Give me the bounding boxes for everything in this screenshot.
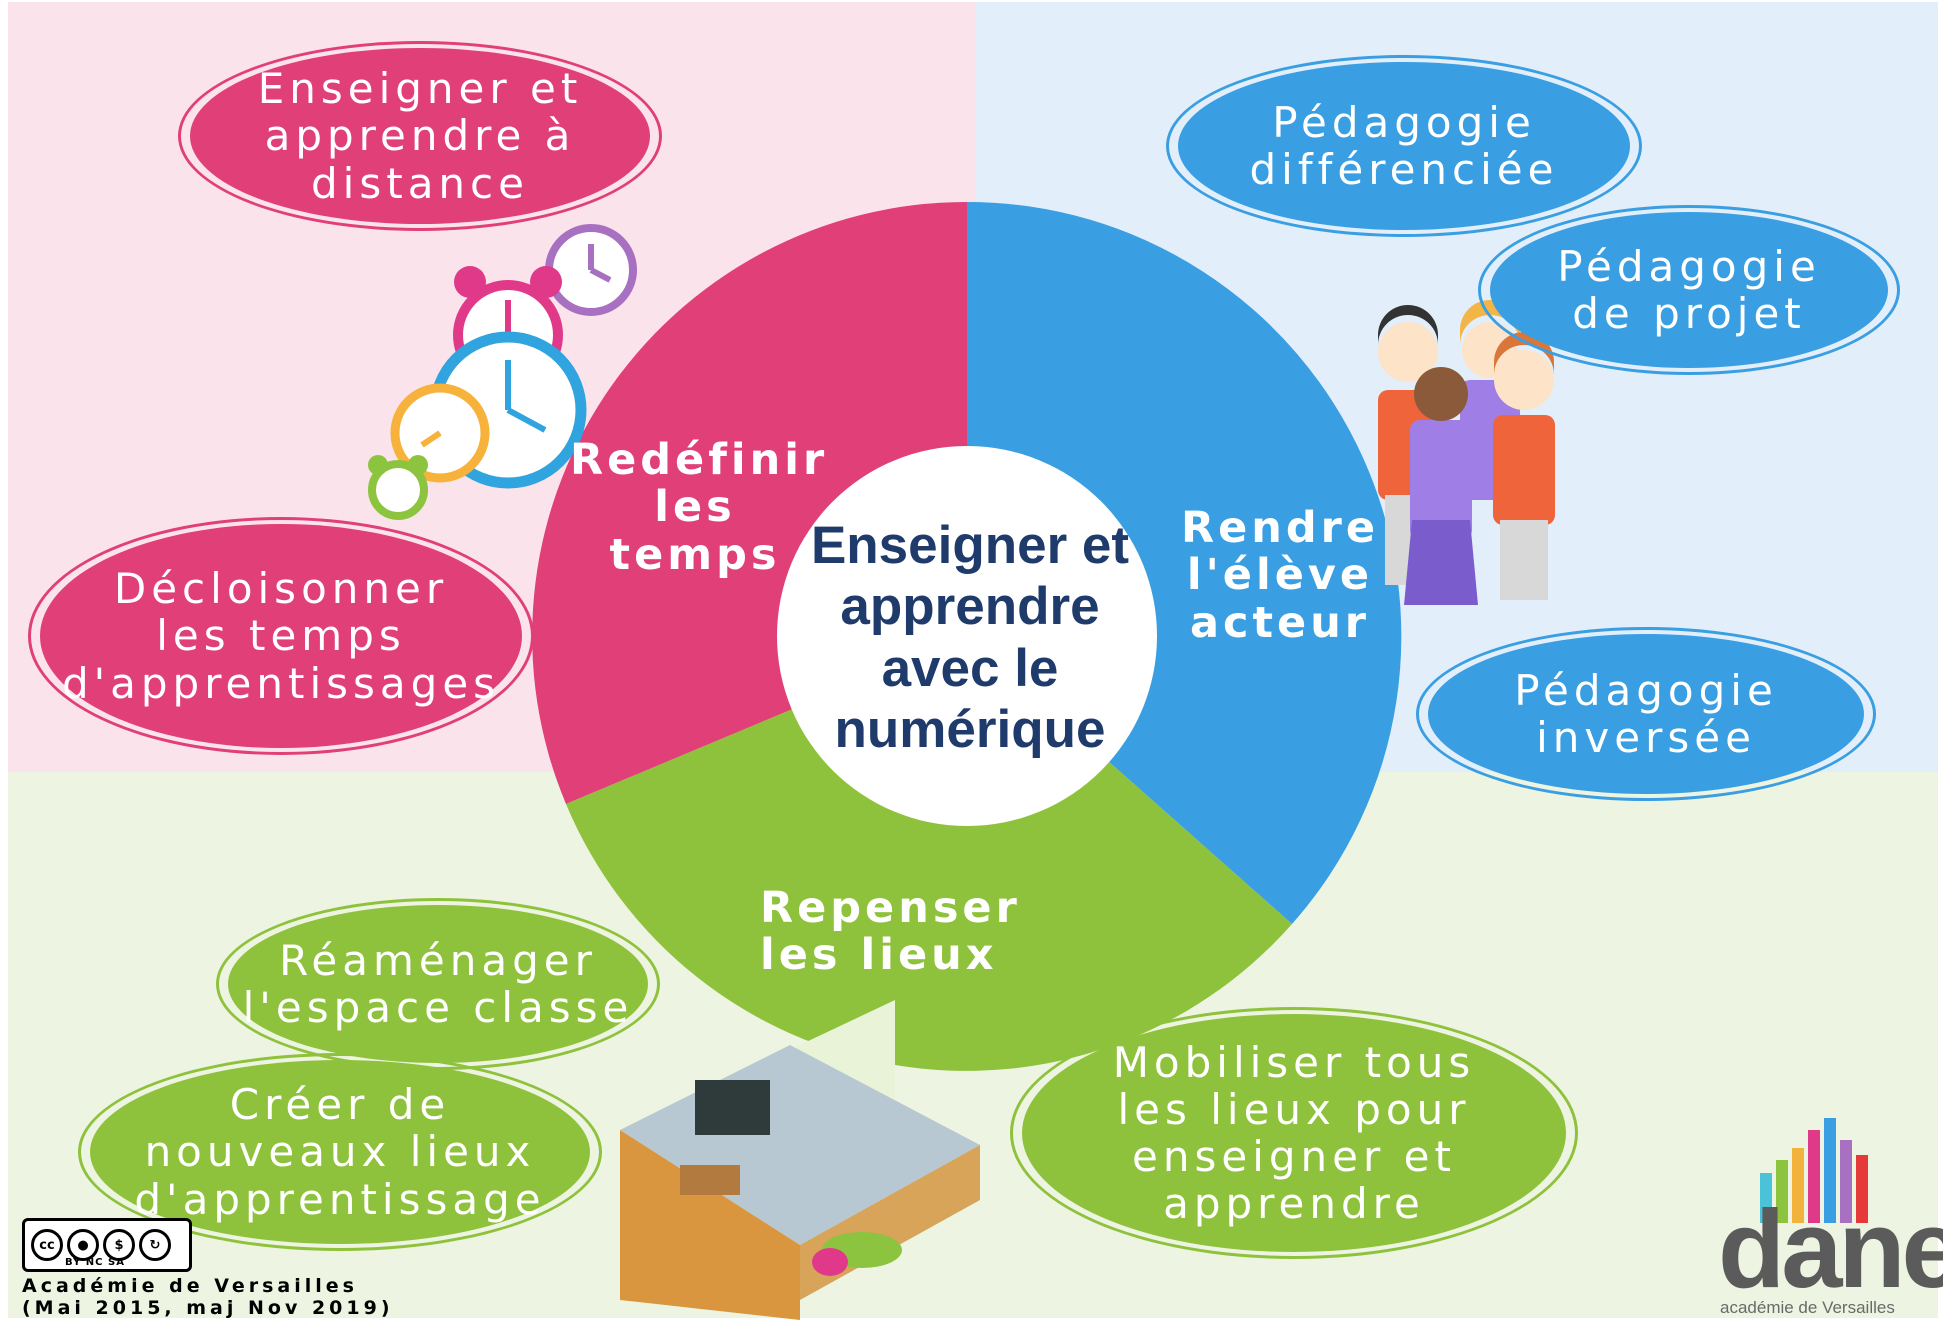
nc-icon: $ (103, 1229, 135, 1261)
dane-logo-bars (1760, 1118, 1868, 1223)
license-terms: BY NC SA (65, 1257, 125, 1268)
segment-student (967, 201, 1402, 924)
oval-mobiliser: Mobiliser tous les lieux pour enseigner … (1010, 1007, 1578, 1259)
oval-differenciee: Pédagogie différenciée (1166, 55, 1642, 237)
oval-reamenager: Réaménager l'espace classe (216, 898, 660, 1070)
segment-places (566, 636, 1292, 1071)
oval-creer: Créer de nouveaux lieux d'apprentissage (78, 1053, 602, 1251)
sa-icon: ↻ (139, 1229, 171, 1261)
dane-logo-subtitle: académie de Versailles (1720, 1298, 1895, 1317)
center-title: Enseigner et apprendre avec le numérique (810, 516, 1130, 760)
segment-label-student: Rendre l'élève acteur (1180, 503, 1380, 648)
credit-text: Académie de Versailles (Mai 2015, maj No… (22, 1275, 394, 1319)
oval-projet: Pédagogie de projet (1478, 205, 1900, 375)
clocks-illustration (368, 224, 637, 520)
center-disc (777, 446, 1157, 826)
classroom-illustration (620, 1000, 980, 1320)
cc-license-badge: cc ● $ ↻ BY NC SA (22, 1218, 192, 1272)
by-icon: ● (67, 1229, 99, 1261)
students-illustration (1378, 300, 1555, 605)
segment-label-places: Repenser les lieux (760, 883, 1021, 981)
oval-decloisonner: Décloisonner les temps d'apprentissages (28, 517, 534, 755)
dane-logo-word: dane (1718, 1188, 1943, 1311)
segment-label-time: Redéfinir les temps (570, 435, 829, 580)
cc-icon: cc (31, 1229, 63, 1261)
oval-distance: Enseigner et apprendre à distance (178, 41, 662, 231)
oval-inversee: Pédagogie inversée (1416, 627, 1876, 801)
